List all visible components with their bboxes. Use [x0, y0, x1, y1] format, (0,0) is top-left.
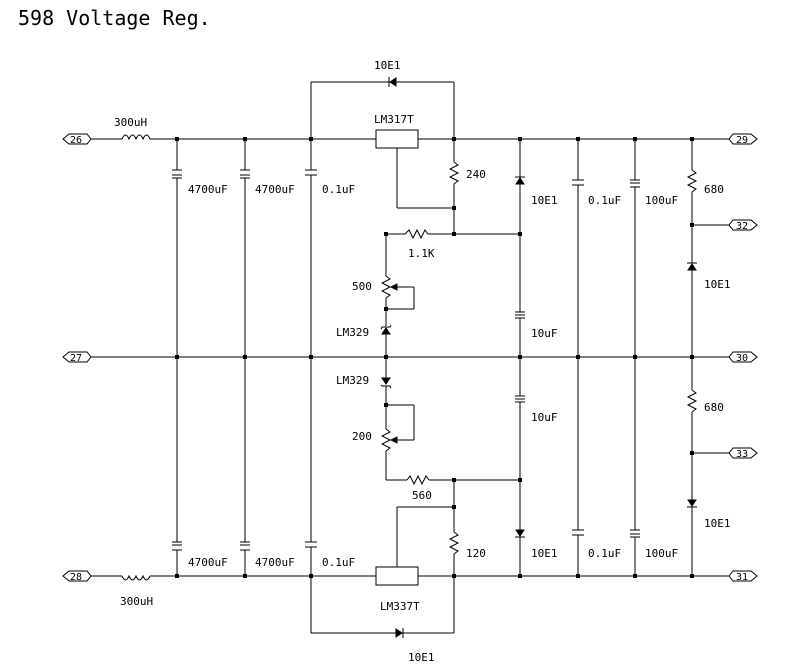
- svg-text:10E1: 10E1: [531, 547, 558, 560]
- svg-text:33: 33: [736, 449, 748, 460]
- svg-text:LM329: LM329: [336, 374, 369, 387]
- pot-500: 500: [352, 234, 415, 326]
- port-30: 30: [728, 351, 758, 364]
- port-33: 33: [692, 447, 758, 460]
- resistor-560: 560: [386, 474, 520, 502]
- svg-text:27: 27: [70, 353, 82, 364]
- svg-text:0.1uF: 0.1uF: [588, 194, 621, 207]
- zener-lm329-bottom: LM329: [336, 357, 392, 429]
- svg-text:10E1: 10E1: [374, 59, 401, 72]
- svg-text:4700uF: 4700uF: [255, 183, 295, 196]
- svg-text:0.1uF: 0.1uF: [322, 183, 355, 196]
- port-29: 29: [728, 133, 758, 146]
- port-27: 27: [62, 351, 92, 364]
- svg-text:30: 30: [736, 353, 748, 364]
- page-title: 598 Voltage Reg.: [18, 6, 211, 30]
- junction-dots: [175, 137, 694, 578]
- port-28: 28: [62, 570, 92, 583]
- svg-text:LM317T: LM317T: [374, 113, 414, 126]
- resistor-240: 240: [448, 139, 486, 234]
- svg-text:4700uF: 4700uF: [255, 556, 295, 569]
- inductor-bottom: 300uH: [120, 574, 153, 608]
- svg-text:10E1: 10E1: [531, 194, 558, 207]
- bypass-diode-top: 10E1: [310, 59, 455, 139]
- svg-text:LM329: LM329: [336, 326, 369, 339]
- bypass-diode-bottom: 10E1: [310, 576, 455, 664]
- svg-text:10uF: 10uF: [531, 327, 558, 340]
- svg-text:300uH: 300uH: [114, 116, 147, 129]
- svg-text:LM337T: LM337T: [380, 600, 420, 613]
- svg-text:100uF: 100uF: [645, 547, 678, 560]
- inductor-top: 300uH: [114, 116, 151, 141]
- svg-text:560: 560: [412, 489, 432, 502]
- svg-text:29: 29: [736, 135, 748, 146]
- svg-text:10E1: 10E1: [704, 517, 731, 530]
- port-31: 31: [728, 570, 758, 583]
- zener-lm329-top: LM329: [336, 324, 392, 357]
- port-26: 26: [62, 133, 92, 146]
- svg-text:200: 200: [352, 430, 372, 443]
- regulator-lm317t: LM317T: [374, 113, 454, 209]
- svg-text:100uF: 100uF: [645, 194, 678, 207]
- svg-text:32: 32: [736, 221, 748, 232]
- resistor-120: 120: [448, 480, 486, 576]
- svg-text:300uH: 300uH: [120, 595, 153, 608]
- svg-text:31: 31: [736, 572, 748, 583]
- svg-text:4700uF: 4700uF: [188, 556, 228, 569]
- svg-text:0.1uF: 0.1uF: [322, 556, 355, 569]
- svg-text:240: 240: [466, 168, 486, 181]
- svg-text:120: 120: [466, 547, 486, 560]
- pot-200: 200: [352, 404, 415, 480]
- svg-text:500: 500: [352, 280, 372, 293]
- regulator-lm337t: LM337T: [375, 506, 454, 613]
- cap-column-b: 4700uF 4700uF: [240, 139, 295, 576]
- svg-text:28: 28: [70, 572, 82, 583]
- svg-text:0.1uF: 0.1uF: [588, 547, 621, 560]
- svg-text:1.1K: 1.1K: [408, 247, 435, 260]
- right-column: 680 10E1 680 10E1: [686, 139, 731, 576]
- svg-text:4700uF: 4700uF: [188, 183, 228, 196]
- svg-text:10E1: 10E1: [408, 651, 435, 664]
- cap-column-a: 4700uF 4700uF: [172, 139, 228, 576]
- resistor-1k1: 1.1K: [386, 228, 520, 260]
- output-cap-01: 0.1uF 0.1uF: [572, 139, 621, 576]
- port-32: 32: [692, 219, 758, 232]
- svg-text:680: 680: [704, 183, 724, 196]
- output-column-diodes: 10E1 10uF 10uF 10E1: [515, 139, 558, 576]
- svg-text:680: 680: [704, 401, 724, 414]
- svg-text:10uF: 10uF: [531, 411, 558, 424]
- svg-text:26: 26: [70, 135, 82, 146]
- svg-text:10E1: 10E1: [704, 278, 731, 291]
